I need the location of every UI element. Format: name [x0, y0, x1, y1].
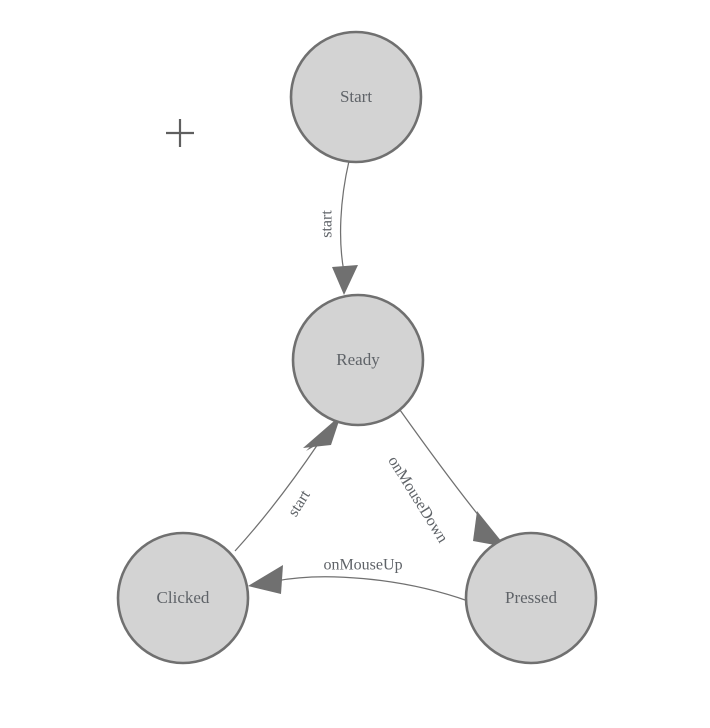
edge-ready-to-pressed[interactable]: onMouseDown — [384, 409, 506, 547]
arrowhead-clicked-to-ready-fill — [303, 415, 341, 448]
node-pressed-circle[interactable] — [464, 531, 598, 665]
node-clicked[interactable]: Clicked — [116, 531, 250, 665]
edge-clicked-to-ready[interactable]: start — [234, 415, 341, 552]
edge-label-start-to-ready: start — [319, 210, 336, 238]
arrowhead-start-to-ready — [332, 265, 358, 295]
node-clicked-label: Clicked — [157, 588, 210, 607]
node-start-circle[interactable] — [289, 30, 423, 164]
edge-line-start-to-ready — [339, 160, 350, 273]
node-ready-circle[interactable] — [291, 293, 425, 427]
node-start-label: Start — [340, 87, 372, 106]
edge-line-pressed-to-clicked — [275, 576, 469, 602]
edge-label-clicked-to-ready: start — [285, 487, 314, 520]
crosshair-cursor-icon — [166, 119, 194, 147]
node-ready[interactable]: Ready — [291, 293, 425, 427]
node-ready-label: Ready — [336, 350, 380, 369]
edge-pressed-to-clicked[interactable]: onMouseUp — [248, 557, 469, 602]
node-clicked-circle[interactable] — [116, 531, 250, 665]
node-pressed-label: Pressed — [505, 588, 557, 607]
arrowhead-ready-to-pressed — [473, 511, 506, 547]
node-start[interactable]: Start — [289, 30, 423, 164]
arrowhead-pressed-to-clicked — [248, 565, 283, 594]
edge-line-clicked-to-ready — [234, 443, 319, 552]
edge-label-pressed-to-clicked: onMouseUp — [323, 557, 402, 574]
edge-start-to-ready[interactable]: start — [319, 160, 358, 295]
node-pressed[interactable]: Pressed — [464, 531, 598, 665]
